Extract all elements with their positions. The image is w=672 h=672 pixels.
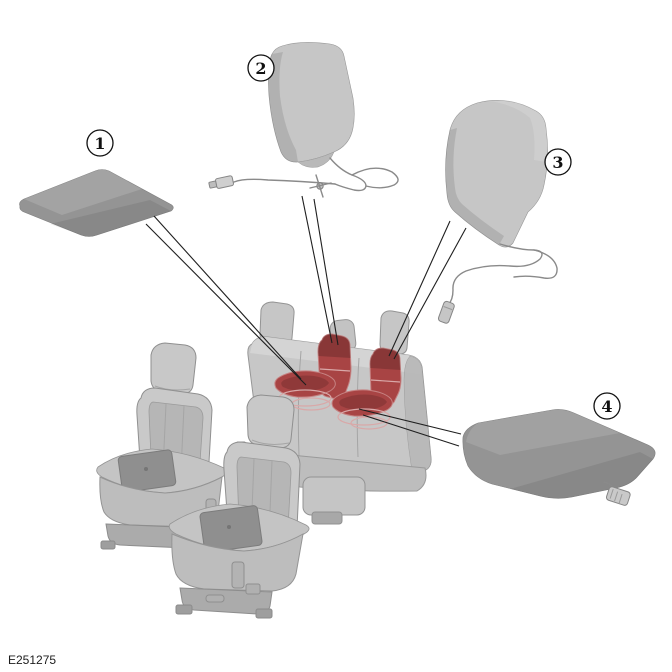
headrest-underside (251, 439, 290, 445)
seat-foot-right (255, 608, 273, 619)
highlight-cushion-right-shade (339, 394, 387, 411)
highlight-backrest-right-fold (370, 379, 401, 383)
callout-circle (247, 54, 275, 82)
leader-lines (145, 195, 467, 447)
callout-3-marker: 3 (544, 148, 572, 176)
leader-part-4-b (362, 414, 460, 447)
bench-leg-right (302, 476, 366, 516)
seat-foot-left (100, 540, 116, 550)
part-3-backrest-heater-mat (437, 100, 558, 324)
seat-cushion-insert (117, 449, 177, 493)
backrest-mat-sheen (490, 100, 547, 162)
leader-part-3-b (393, 227, 467, 360)
callout-2-marker: 2 (247, 54, 275, 82)
callout-4-marker: 4 (593, 392, 621, 420)
seat-cushion-button (144, 467, 148, 471)
front-left-seat (96, 342, 227, 554)
highlight-backrest-left-top-shade (318, 334, 351, 358)
part-2-backrest-heater-mat (208, 42, 399, 198)
heater-mat-shadow (510, 452, 653, 499)
seat-recline-handle (245, 583, 261, 595)
heater-mat-sheet (462, 409, 656, 499)
leader-part-3-a (388, 220, 451, 357)
seat-foot-left (175, 604, 193, 615)
backrest-mat-sheet (445, 100, 548, 248)
part-3-wire-harness (437, 243, 558, 324)
callout-number: 4 (601, 397, 612, 416)
front-right-seat (168, 394, 310, 619)
headrest-underside (154, 385, 191, 391)
leader-part-2-b (313, 198, 339, 346)
harness-wire-loop (351, 167, 399, 189)
heater-mat-connector (605, 486, 631, 506)
leader-part-1-b (145, 223, 307, 386)
leader-part-2-a (301, 195, 333, 344)
callout-number: 2 (255, 59, 266, 78)
bench-headrest-right (379, 310, 410, 355)
callout-number: 1 (94, 134, 105, 153)
backrest-mat-left-shade (445, 128, 504, 245)
heater-mat-sheen (24, 169, 142, 215)
headrest (246, 394, 295, 449)
heater-mat-sheet (19, 169, 174, 237)
headrest (150, 342, 197, 395)
highlight-backrest-left-fold (319, 368, 351, 372)
callout-number: 3 (552, 153, 563, 172)
harness-wire (329, 157, 367, 192)
callout-circle (544, 148, 572, 176)
backrest-mat-flap (297, 151, 335, 168)
heater-mat-shadow (50, 200, 171, 237)
harness-connector (208, 175, 234, 189)
callout-circle (593, 392, 621, 420)
callout-circle (86, 129, 114, 157)
highlight-backrest-right-top-shade (370, 348, 401, 370)
figure-code: E251275 (8, 653, 56, 667)
harness-wire (447, 243, 543, 306)
seat-track-handle (205, 594, 225, 603)
part-4-cushion-heater-mat (462, 409, 656, 506)
seat-cushion-insert (199, 505, 263, 553)
callout-1-marker: 1 (86, 129, 114, 157)
bench-seam-left (297, 350, 302, 457)
harness-wire-loop (513, 249, 558, 279)
seat-cushion-button (227, 525, 231, 529)
harness-connector (437, 300, 455, 324)
leader-part-1-a (153, 215, 302, 380)
harness-clip (309, 174, 332, 198)
bench-foot-right (311, 511, 343, 525)
heater-mat-sheen (466, 409, 620, 455)
backrest-mat-left-shade (268, 52, 298, 163)
harness-wire-run (233, 178, 336, 185)
seat-side-trim (231, 561, 245, 589)
part-2-wire-harness (208, 157, 399, 198)
part-1-cushion-heater-mat (19, 169, 174, 237)
leader-part-4-a (358, 408, 462, 435)
